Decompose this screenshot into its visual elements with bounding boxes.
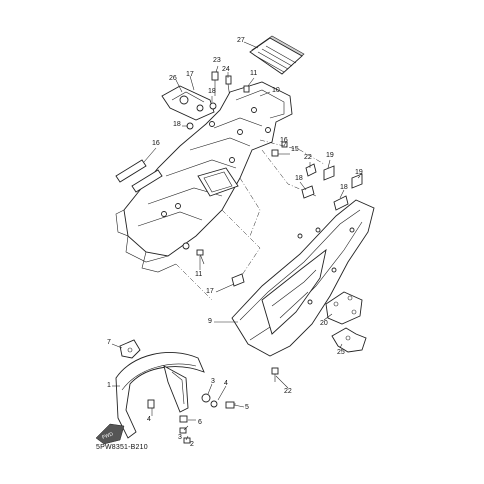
callout-14: 17: [186, 71, 194, 78]
callout-3-lower: 3: [178, 434, 182, 441]
part-9-rear-fender: [231, 199, 375, 357]
callout-17: 17: [206, 288, 214, 295]
callout-3-upper: 3: [211, 378, 215, 385]
callout-16: 16: [152, 140, 160, 147]
diagram-code: 5PW8351-B210: [96, 444, 148, 451]
callout-12: 15: [291, 146, 299, 153]
callout-13: 16: [280, 137, 288, 144]
callout-15-mid: 18: [173, 121, 181, 128]
callout-19-left: 19: [326, 152, 334, 159]
callout-18-right: 18: [340, 184, 348, 191]
rear-frame-inner-fender: [115, 81, 293, 273]
part-1-front-fender: [115, 352, 205, 439]
callout-1: 1: [107, 382, 111, 389]
part-25-stay: [331, 327, 367, 353]
callout-4-upper: 4: [224, 380, 228, 387]
leader-lines: [111, 41, 361, 441]
callout-19-right: 19: [355, 169, 363, 176]
callout-10: 10: [272, 87, 280, 94]
callout-11-bottom: 11: [195, 271, 203, 278]
callout-26: 26: [169, 75, 177, 82]
front-fasteners: [147, 393, 245, 444]
callout-21: 22: [304, 154, 312, 161]
callout-22: 22: [284, 388, 292, 395]
part-20-plate-bracket: [325, 291, 363, 325]
callout-4-lower: 4: [147, 416, 151, 423]
fwd-arrow-icon: [95, 423, 125, 445]
callout-11-top: 11: [250, 70, 258, 77]
part-17-18-19-21-decals: [231, 163, 363, 287]
callout-2: 2: [190, 441, 194, 448]
fwd-arrow-text: FWD: [101, 431, 114, 441]
callout-27: 27: [237, 37, 245, 44]
callout-24: 24: [222, 66, 230, 73]
callout-20: 20: [320, 320, 328, 327]
part-22-bolt: [271, 367, 279, 382]
callout-6: 6: [198, 419, 202, 426]
part-7-bracket: [119, 339, 141, 359]
callout-7: 7: [107, 339, 111, 346]
part-26-bracket: [161, 85, 215, 121]
callout-5: 5: [245, 404, 249, 411]
part-16-strips: [115, 159, 163, 193]
callout-18-left: 18: [295, 175, 303, 182]
callout-15-top: 18: [208, 88, 216, 95]
callout-9: 9: [208, 318, 212, 325]
callout-23: 23: [213, 57, 221, 64]
part-27-booklet: [249, 35, 305, 75]
callout-25: 25: [337, 349, 345, 356]
